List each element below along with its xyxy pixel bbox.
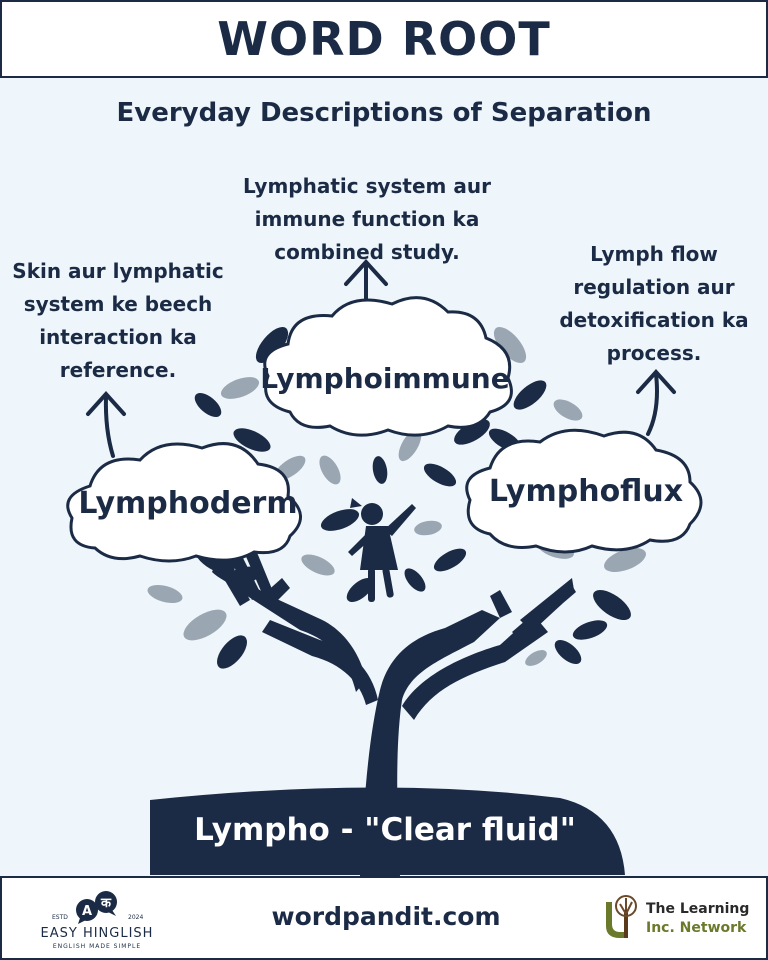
arrow-right-icon xyxy=(636,369,676,436)
footer: A क ESTD 2024 EASY HINGLISH ENGLISH MADE… xyxy=(0,876,768,960)
page-title: WORD ROOT xyxy=(217,12,551,66)
tree-logo-icon xyxy=(606,895,637,938)
root-label: Lympho - "Clear fluid" xyxy=(194,812,576,848)
word-lymphoimmune: Lymphoimmune xyxy=(260,362,510,395)
logo-year: 2024 xyxy=(128,914,144,921)
easy-hinglish-logo: A क ESTD 2024 EASY HINGLISH ENGLISH MADE… xyxy=(32,886,162,956)
learning-inc-logo: The Learning Inc. Network xyxy=(600,892,760,948)
word-lymphoderm: Lymphoderm xyxy=(78,486,298,521)
logo-tagline: ENGLISH MADE SIMPLE xyxy=(52,943,142,950)
word-lymphoflux: Lymphoflux xyxy=(488,474,684,509)
hands-trunk xyxy=(212,550,576,876)
learning-inc-text: The Learning Inc. Network xyxy=(646,900,760,938)
cloud-top xyxy=(263,296,513,437)
website-link[interactable]: wordpandit.com xyxy=(271,902,501,931)
header-banner: WORD ROOT xyxy=(0,0,768,78)
description-right: Lymph flow regulation aur detoxification… xyxy=(559,242,749,365)
logo-name: EASY HINGLISH xyxy=(40,926,154,941)
description-left: Skin aur lymphatic system ke beech inter… xyxy=(12,259,224,382)
speech-bubbles-icon: A क xyxy=(76,891,117,924)
subtitle: Everyday Descriptions of Separation xyxy=(116,98,652,128)
glyph-a: A xyxy=(82,904,92,919)
child-silhouette-icon xyxy=(348,498,416,602)
arrow-left-icon xyxy=(86,391,126,458)
learning-line2: Inc. Network xyxy=(646,920,747,936)
glyph-ka: क xyxy=(100,896,112,911)
learning-line1: The Learning xyxy=(646,901,750,917)
cloud-right xyxy=(465,428,703,554)
logo-estd: ESTD xyxy=(52,914,68,921)
cloud-left xyxy=(66,442,302,563)
leaf-cluster xyxy=(147,326,646,669)
description-top: Lymphatic system aur immune function ka … xyxy=(243,174,491,264)
